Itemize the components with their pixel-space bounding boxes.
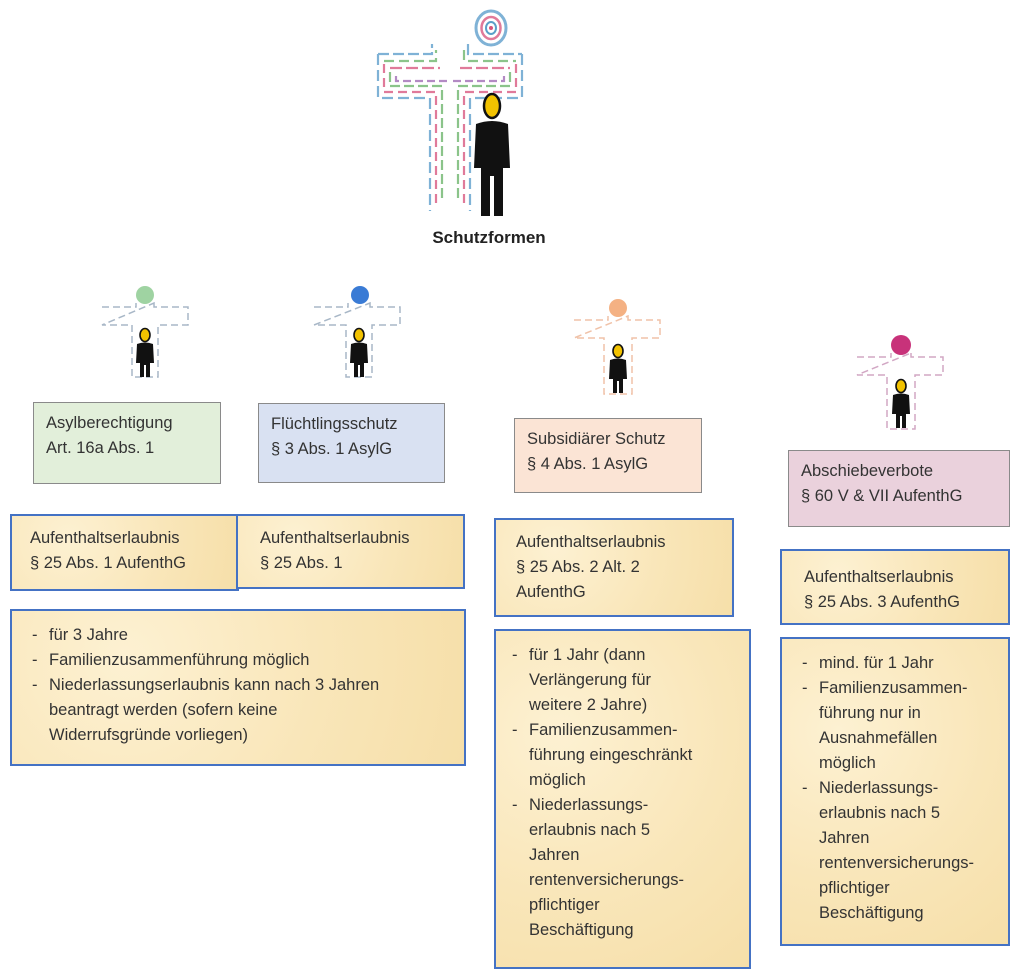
permit-title: Aufenthaltserlaubnis — [804, 568, 954, 586]
category-abschiebeverbote: Abschiebeverbote § 60 V & VII AufenthG — [788, 450, 1010, 527]
figure-subsidiaerer-schutz — [573, 299, 661, 395]
permit-line: AufenthG — [516, 583, 586, 601]
dashed-cross-outline — [376, 44, 524, 211]
category-fluechtlingsschutz: Flüchtlingsschutz § 3 Abs. 1 AsylG — [258, 403, 445, 483]
permit-title: Aufenthaltserlaubnis — [30, 529, 180, 547]
detail-item: Familienzusammenführung möglich — [30, 648, 454, 673]
category-name: Asylberechtigung — [46, 414, 173, 432]
target-icon — [474, 9, 508, 47]
detail-item: Familienzusammen- führung nur in Ausnahm… — [800, 676, 1000, 776]
category-name: Abschiebeverbote — [801, 462, 934, 480]
color-dot-icon — [351, 286, 369, 304]
detail-item: Familienzusammen- führung eingeschränkt … — [510, 718, 741, 793]
details-list: für 1 Jahr (dann Verlängerung für weiter… — [510, 643, 741, 943]
category-name: Flüchtlingsschutz — [271, 415, 398, 433]
category-law: § 4 Abs. 1 AsylG — [527, 455, 649, 473]
person-icon — [474, 92, 510, 216]
detail-item: für 1 Jahr (dann Verlängerung für weiter… — [510, 643, 741, 718]
details-box-shared: für 3 Jahre Familienzusammenführung mögl… — [10, 609, 466, 766]
figure-fluechtlingsschutz — [313, 286, 401, 378]
permit-title: Aufenthaltserlaubnis — [260, 529, 410, 547]
category-law: § 60 V & VII AufenthG — [801, 487, 963, 505]
detail-item: Niederlassungs- erlaubnis nach 5 Jahren … — [510, 793, 741, 943]
color-dot-icon — [136, 286, 154, 304]
detail-item: mind. für 1 Jahr — [800, 651, 1000, 676]
details-box-abschiebeverbote: mind. für 1 Jahr Familienzusammen- führu… — [780, 637, 1010, 946]
permit-box-abschiebeverbote: Aufenthaltserlaubnis § 25 Abs. 3 Aufenth… — [780, 549, 1010, 625]
details-list: für 3 Jahre Familienzusammenführung mögl… — [30, 623, 454, 748]
permit-box-subsidiaerer-schutz: Aufenthaltserlaubnis § 25 Abs. 2 Alt. 2 … — [494, 518, 734, 617]
permit-law: § 25 Abs. 3 AufenthG — [804, 593, 960, 611]
details-box-subsidiaerer-schutz: für 1 Jahr (dann Verlängerung für weiter… — [494, 629, 751, 969]
figure-abschiebeverbote — [856, 335, 944, 430]
details-list: mind. für 1 Jahr Familienzusammen- führu… — [800, 651, 1000, 926]
category-asylberechtigung: Asylberechtigung Art. 16a Abs. 1 — [33, 402, 221, 484]
category-subsidiaerer-schutz: Subsidiärer Schutz § 4 Abs. 1 AsylG — [514, 418, 702, 493]
permit-box-fluechtlingsschutz: Aufenthaltserlaubnis § 25 Abs. 1 — [236, 514, 465, 589]
detail-item: Niederlassungs- erlaubnis nach 5 Jahren … — [800, 776, 1000, 926]
detail-item: für 3 Jahre — [30, 623, 454, 648]
color-dot-icon — [891, 335, 911, 355]
permit-law: § 25 Abs. 1 AufenthG — [30, 554, 186, 572]
page-title: Schutzformen — [432, 228, 546, 247]
figure-asylberechtigung — [101, 286, 189, 378]
main-figure-illustration — [376, 9, 524, 216]
category-law: Art. 16a Abs. 1 — [46, 439, 155, 457]
detail-item: Niederlassungserlaubnis kann nach 3 Jahr… — [30, 673, 454, 748]
permit-law: § 25 Abs. 1 — [260, 554, 343, 572]
category-name: Subsidiärer Schutz — [527, 430, 666, 448]
permit-box-asylberechtigung: Aufenthaltserlaubnis § 25 Abs. 1 Aufenth… — [10, 514, 239, 591]
permit-line: § 25 Abs. 2 Alt. 2 — [516, 558, 640, 576]
permit-line: Aufenthaltserlaubnis — [516, 533, 666, 551]
color-dot-icon — [609, 299, 627, 317]
category-law: § 3 Abs. 1 AsylG — [271, 440, 393, 458]
